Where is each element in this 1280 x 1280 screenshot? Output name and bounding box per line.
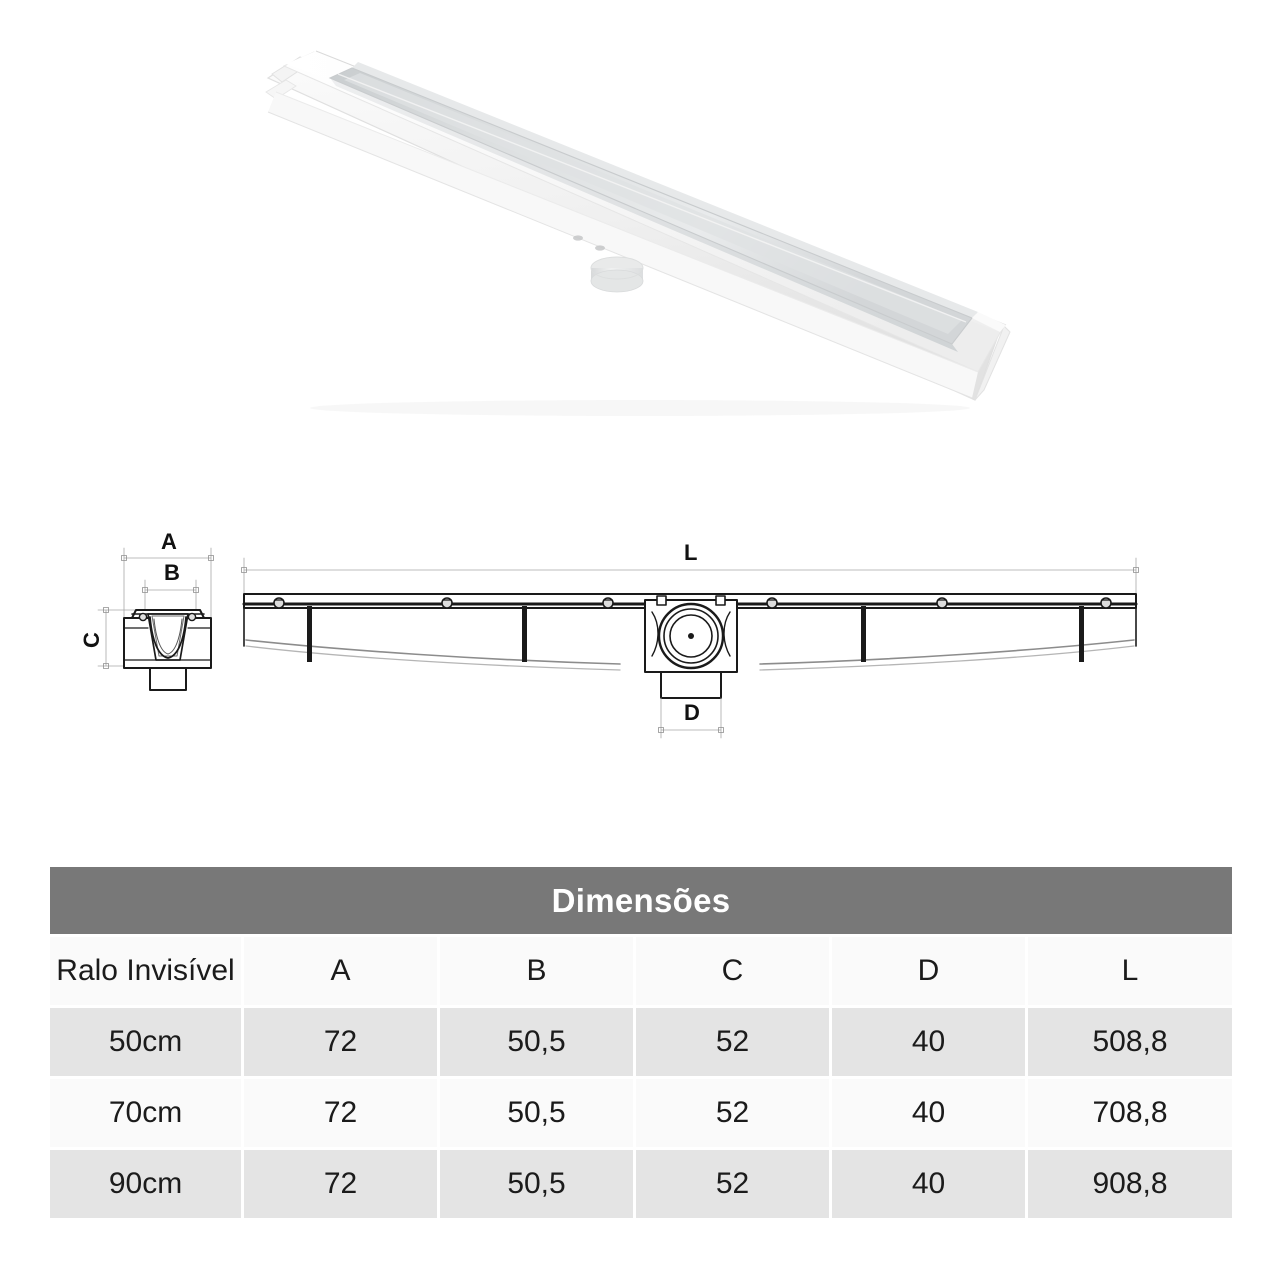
dimension-label-l: L [684,540,698,565]
cell-d: 40 [832,1008,1026,1076]
product-shadow [310,400,970,416]
table-row: 70cm 72 50,5 52 40 708,8 [50,1079,1232,1147]
cell-a: 72 [244,1079,438,1147]
cell-d: 40 [832,1079,1026,1147]
cell-l: 708,8 [1028,1079,1232,1147]
product-render [0,0,1280,470]
mounting-boss [573,235,583,241]
cell-b: 50,5 [440,1079,634,1147]
cell-l: 508,8 [1028,1008,1232,1076]
support-post [307,606,312,662]
support-post-group [307,606,1084,662]
cell-b: 50,5 [440,1008,634,1076]
column-header-l: L [1028,937,1232,1005]
center-outlet-housing [644,595,738,699]
mounting-boss-group [573,235,605,251]
cell-name: 50cm [50,1008,242,1076]
cell-name: 90cm [50,1150,242,1218]
table-row: 90cm 72 50,5 52 40 908,8 [50,1150,1232,1218]
column-header-a: A [244,937,438,1005]
cover-bolt [602,597,614,609]
cover-bolt [1100,597,1112,609]
table-title: Dimensões [50,867,1232,934]
cell-c: 52 [636,1008,830,1076]
right-end-cap [972,312,1011,401]
column-header-b: B [440,937,634,1005]
dimension-label-d: D [684,700,700,725]
column-header-c: C [636,937,830,1005]
cover-bolt [936,597,948,609]
cell-b: 50,5 [440,1150,634,1218]
cell-d: 40 [832,1150,1026,1218]
dimension-label-c: C [78,632,104,648]
table-header-row: Ralo Invisível A B C D L [50,937,1232,1005]
cell-a: 72 [244,1008,438,1076]
dimensions-table: Dimensões Ralo Invisível A B C D L 50cm … [50,867,1232,1218]
channel-highlight [337,73,967,323]
side-elevation-view [241,557,1139,739]
dimension-label-b: B [164,560,180,585]
drain-front-face [267,91,979,399]
drain-outlet-stub [590,256,644,293]
table-row: 50cm 72 50,5 52 40 508,8 [50,1008,1232,1076]
cover-bolt-group [273,597,1112,609]
cross-section-view [97,547,214,691]
column-header-name: Ralo Invisível [50,937,242,1005]
cell-l: 908,8 [1028,1150,1232,1218]
dimension-line-b [142,579,199,611]
support-post [522,606,527,662]
mounting-boss [595,245,605,251]
cell-c: 52 [636,1150,830,1218]
cell-c: 52 [636,1079,830,1147]
cover-bolt [441,597,453,609]
cover-bolt [273,597,285,609]
column-header-d: D [832,937,1026,1005]
cell-name: 70cm [50,1079,242,1147]
dimension-line-d [658,697,724,739]
technical-drawings: A B C L D [0,500,1280,780]
dimension-line-a [121,547,214,619]
support-post [861,606,866,662]
drain-channel-recess [328,62,978,352]
cell-a: 72 [244,1150,438,1218]
dimension-label-a: A [161,529,177,554]
support-post [1079,606,1084,662]
cover-bolt [766,597,778,609]
